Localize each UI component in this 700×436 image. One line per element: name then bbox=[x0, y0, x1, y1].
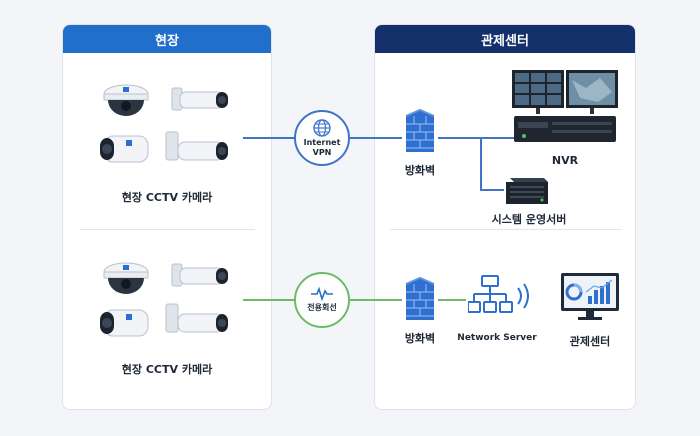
dome-camera-icon bbox=[103, 262, 149, 294]
firewall-icon bbox=[405, 108, 435, 152]
dome-camera-icon bbox=[103, 84, 149, 116]
firewall-to-nvr-line bbox=[438, 137, 516, 139]
vpn-line-left bbox=[243, 137, 295, 139]
server-icon bbox=[506, 178, 548, 204]
site-panel: 현장 bbox=[62, 24, 272, 410]
dedicated-label: 전용회선 bbox=[307, 303, 337, 312]
camera-group-top bbox=[100, 84, 228, 163]
control-center-label: 관제센터 bbox=[569, 335, 611, 348]
dedicated-line-node: 전용회선 bbox=[294, 272, 350, 328]
firewall-label-top: 방화벽 bbox=[404, 164, 436, 177]
branch-down-line bbox=[480, 137, 482, 191]
site-panel-title: 현장 bbox=[63, 25, 271, 53]
network-server-label: Network Server bbox=[457, 333, 537, 343]
firewall-label-bottom: 방화벽 bbox=[404, 332, 436, 345]
site-divider bbox=[80, 229, 255, 230]
nvr-label: NVR bbox=[551, 154, 579, 167]
vpn-line-right bbox=[350, 137, 402, 139]
network-icon bbox=[468, 275, 529, 313]
bullet-camera-icon bbox=[100, 135, 149, 163]
vpn-label-line2: VPN bbox=[312, 148, 332, 157]
globe-icon bbox=[313, 119, 331, 137]
bullet-camera-icon bbox=[165, 303, 228, 333]
monitor-icon bbox=[561, 273, 619, 320]
server-label: 시스템 운영서버 bbox=[491, 213, 567, 226]
bullet-camera-icon bbox=[171, 263, 228, 287]
control-center-panel-title: 관제센터 bbox=[375, 25, 635, 53]
bullet-camera-icon bbox=[171, 87, 228, 111]
nvr-icon bbox=[512, 70, 618, 142]
bullet-camera-icon bbox=[100, 309, 149, 337]
pulse-icon bbox=[311, 287, 333, 301]
control-divider bbox=[390, 229, 622, 230]
dedicated-line-right bbox=[350, 299, 402, 301]
internet-vpn-node: Internet VPN bbox=[294, 110, 350, 166]
site-camera-label-bottom: 현장 CCTV 카메라 bbox=[121, 363, 213, 376]
camera-group-bottom bbox=[100, 262, 228, 337]
firewall-to-network-line bbox=[438, 299, 466, 301]
branch-to-server-line bbox=[480, 189, 504, 191]
vpn-label-line1: Internet bbox=[303, 138, 341, 147]
site-camera-label-top: 현장 CCTV 카메라 bbox=[121, 191, 213, 204]
bullet-camera-icon bbox=[165, 131, 228, 161]
dedicated-line-left bbox=[243, 299, 295, 301]
firewall-icon bbox=[405, 276, 435, 320]
